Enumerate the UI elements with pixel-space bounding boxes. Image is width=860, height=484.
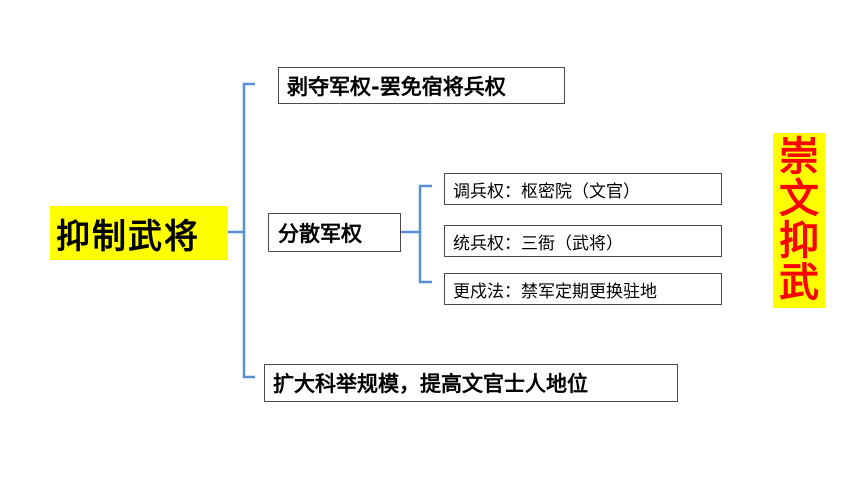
root-label: 抑制武将 [56,216,200,257]
sub-node-label: 调兵权：枢密院（文官） [453,181,640,202]
side-note-char: 崇 [779,134,819,180]
main-bracket [228,82,255,379]
sub-node-rotation: 更戍法：禁军定期更换驻地 [444,273,722,305]
sub-node-command: 统兵权：三衙（武将） [444,225,722,257]
root-node: 抑制武将 [50,206,228,260]
side-note-char: 武 [779,260,819,306]
sub-bracket [401,184,432,284]
branch-expand-exams: 扩大科举规模，提高文官士人地位 [264,364,678,402]
sub-node-label: 更戍法：禁军定期更换驻地 [453,281,657,302]
sub-node-label: 统兵权：三衙（武将） [453,233,623,254]
branch-seize-power: 剥夺军权-罢免宿将兵权 [278,67,565,104]
side-note-char: 文 [779,176,819,222]
branch-label: 分散军权 [278,221,362,246]
branch-label: 剥夺军权-罢免宿将兵权 [287,74,506,99]
side-note: 崇 文 抑 武 [773,133,825,308]
branch-disperse-power: 分散军权 [268,213,401,252]
side-note-char: 抑 [779,218,819,264]
branch-label: 扩大科举规模，提高文官士人地位 [273,372,588,396]
sub-node-dispatch: 调兵权：枢密院（文官） [444,173,722,205]
